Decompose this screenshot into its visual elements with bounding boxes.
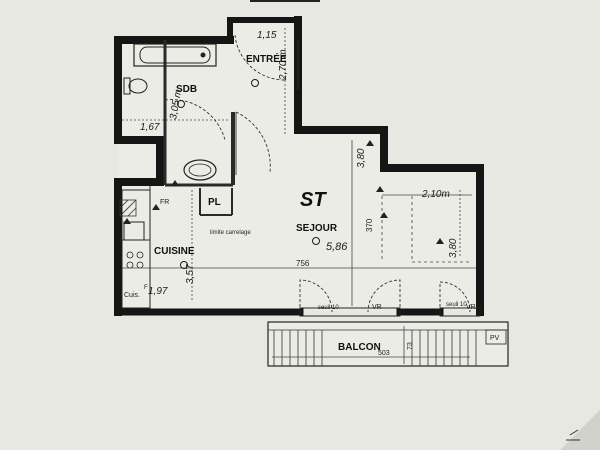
dim-503: 503 [378,350,390,357]
room-labels: SDB ENTRÉE ST SEJOUR CUISINE PL BALCON [154,52,381,353]
room-label-st: ST [300,189,327,211]
door-swings [164,34,471,313]
fixture-labels: FR Cuis. F VR VR PV seuil 10 seuil 10 li… [124,199,500,342]
room-label-entree: ENTRÉE [246,52,287,65]
label-vr-1: VR [372,304,382,311]
hand-sejour-height: 3,80 [356,148,367,168]
printed-dimensions: 756 370 503 73 [296,218,414,357]
pv-box [485,329,507,345]
label-seuil-2: seuil 10 [446,302,467,308]
hand-sejour-area: 5,86 [326,241,348,253]
room-label-balcon: BALCON [338,342,381,353]
label-pv: PV [490,335,500,342]
room-label-sejour: SEJOUR [296,223,338,234]
dim-756: 756 [296,259,310,268]
toilet [123,77,148,95]
hand-entree-width: 1,15 [257,30,277,41]
exterior-walls [114,16,484,316]
dim-73: 73 [407,342,414,350]
label-vr-2: VR [466,304,476,311]
hand-sdb-width: 1,67 [140,122,160,133]
hand-sejour-width: 2,10m [421,189,450,200]
label-limite-carrelage: limite carrelage [210,230,251,236]
bathtub [133,43,217,67]
dimension-lines [122,28,476,306]
label-fr: FR [160,199,169,206]
room-label-pl: PL [208,197,221,208]
dim-370: 370 [365,218,374,232]
balcony [267,321,509,367]
hand-entree-height: 2,70 m [278,49,289,81]
room-label-cuisine: CUISINE [154,246,195,257]
label-seuil-1: seuil 10 [318,305,339,311]
paper-mark [566,429,580,441]
label-cuis: Cuis. [124,292,140,299]
label-f: F [144,285,148,291]
balcony-railing [268,329,508,366]
interior-floor [118,20,480,310]
handwritten-notes: 1,15 2,70 m 3,05 m 1,67 5,86 3,80 2,10m … [140,30,459,297]
washbasin [183,159,217,181]
kitchen-counter [121,189,151,309]
window-sills [299,307,481,317]
hand-cuisine-width: 1,97 [148,286,168,297]
hatched-duct [119,199,137,217]
room-label-sdb: SDB [176,84,197,95]
hand-sdb-height: 3,05 m [168,88,184,120]
hand-cuisine-height: 3,57 [185,264,196,284]
markers [123,140,444,244]
hand-sejour-depth-right: 3,80 [448,238,459,258]
circle-markers [177,79,320,269]
